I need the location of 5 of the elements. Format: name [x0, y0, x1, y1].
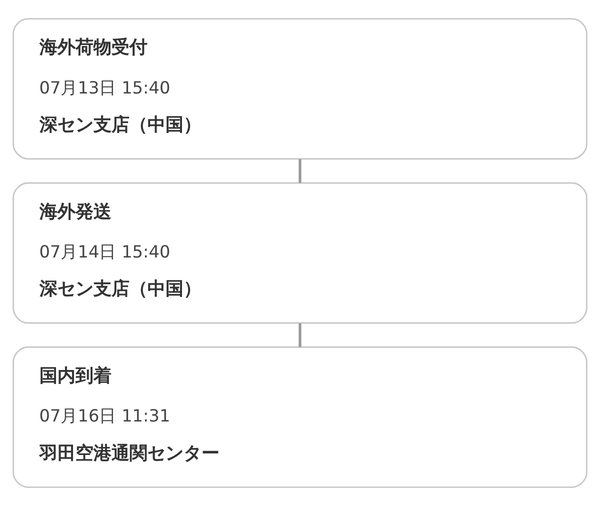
node-box: 海外発送 07月14日 15:40 深セン支店（中国）	[12, 182, 588, 324]
connector	[298, 158, 302, 182]
connector	[298, 322, 302, 347]
node-box: 海外荷物受付 07月13日 15:40 深セン支店（中国）	[12, 18, 588, 160]
node-box: 国内到着 07月16日 11:31 羽田空港通関センター	[12, 346, 588, 488]
